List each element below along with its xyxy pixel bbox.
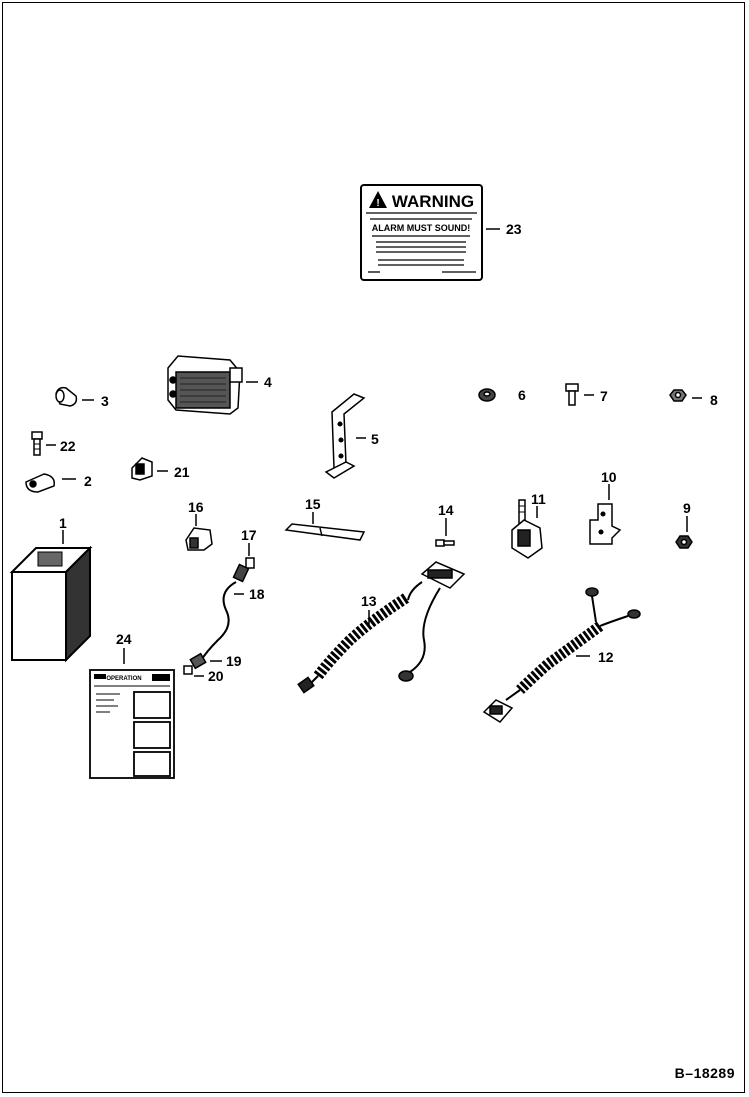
bolt: [31, 431, 43, 456]
bolt-14: [435, 539, 455, 547]
callout-8: 8: [710, 392, 718, 408]
flat-bar: [284, 523, 366, 541]
callout-19: 19: [226, 653, 242, 669]
callout-20: 20: [208, 668, 224, 684]
callout-11: 11: [531, 491, 546, 507]
callout-16: 16: [188, 499, 204, 515]
battery-box: [9, 545, 93, 663]
callout-5: 5: [371, 431, 379, 447]
callout-22: 22: [60, 438, 76, 454]
callout-numbers: 23 4 3 22 2 21 5 6 7 8 1 16 15 17 18 14 …: [59, 221, 718, 684]
warning-triangle-icon: [369, 191, 387, 208]
callout-7: 7: [600, 388, 608, 404]
bolt-7: [565, 383, 579, 406]
warning-decal: ! WARNING ALARM MUST SOUND!: [360, 184, 483, 281]
grommet-boot: [55, 386, 78, 407]
callout-3: 3: [101, 393, 109, 409]
callout-12: 12: [598, 649, 614, 665]
figure-reference: B–18289: [674, 1065, 735, 1081]
callout-1: 1: [59, 515, 67, 531]
backup-alarm: [167, 355, 243, 415]
callout-24: 24: [116, 631, 132, 647]
warning-title: ALARM MUST SOUND!: [372, 223, 471, 233]
small-clip: [185, 527, 213, 551]
callout-15: 15: [305, 496, 321, 512]
instruction-title: OPERATION: [106, 676, 141, 682]
nut-9: [675, 535, 693, 549]
warning-fine-print: [368, 218, 476, 273]
callout-6: 6: [518, 387, 526, 403]
nut-8: [669, 389, 687, 402]
wiring-harness-13: [297, 561, 466, 694]
callout-21: 21: [174, 464, 190, 480]
callout-18: 18: [249, 586, 265, 602]
lock-nut-6: [478, 388, 496, 402]
callout-23: 23: [506, 221, 522, 237]
callout-13: 13: [361, 593, 377, 609]
callout-9: 9: [683, 500, 691, 516]
cable-clip: [131, 457, 153, 481]
warning-header: WARNING: [392, 192, 474, 211]
angle-bracket: [589, 503, 622, 545]
instruction-decal: OPERATION: [89, 669, 175, 779]
stud-bracket: [511, 499, 543, 559]
svg-text:!: !: [376, 198, 379, 209]
terminal-clamp: [25, 473, 56, 493]
callout-2: 2: [84, 473, 92, 489]
mounting-bracket: [324, 393, 366, 479]
callout-4: 4: [264, 374, 272, 390]
callout-17: 17: [241, 527, 257, 543]
callout-14: 14: [438, 502, 454, 518]
wire-lead: [183, 557, 255, 675]
wiring-harness-12: [482, 587, 641, 723]
leader-lines: [46, 228, 702, 677]
callout-10: 10: [601, 469, 617, 485]
